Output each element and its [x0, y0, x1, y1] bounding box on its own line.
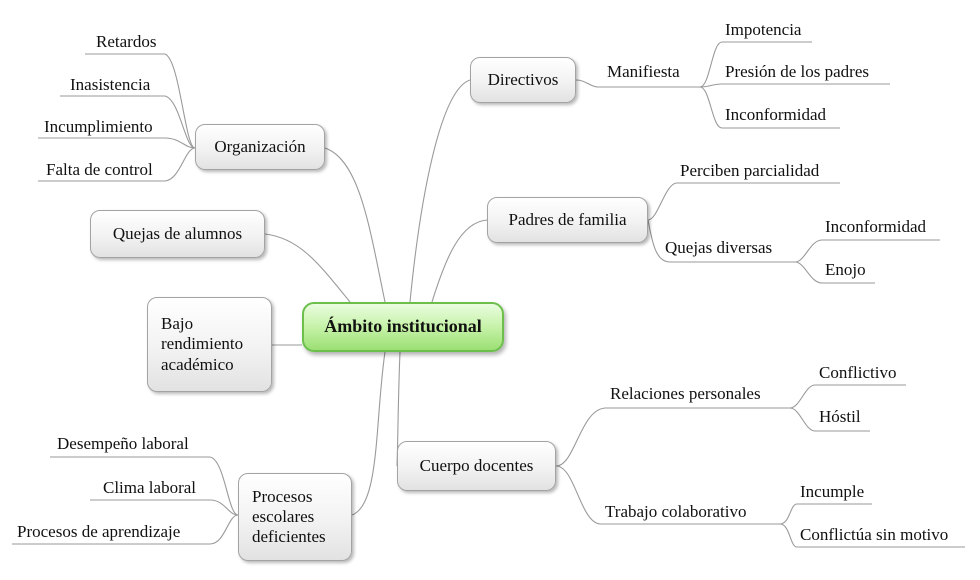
node-padres-familia: Padres de familia: [487, 197, 648, 243]
leaf-inconformidad-directivos: Inconformidad: [725, 105, 827, 124]
node-cuerpo-docentes: Cuerpo docentes: [397, 441, 556, 491]
link-center-organizacion: [324, 147, 386, 303]
node-directivos: Directivos: [470, 57, 576, 103]
leaf-enojo: Enojo: [825, 260, 866, 279]
label-quejas-diversas: Quejas diversas: [665, 238, 773, 257]
node-quejas-alumnos: Quejas de alumnos: [90, 210, 265, 258]
link-center-procesos: [351, 351, 386, 516]
leaf-inconformidad-padres: Inconformidad: [825, 217, 927, 236]
leaf-conflictivo: Conflictivo: [819, 363, 897, 382]
leaf-conflictua-sin-motivo: Conflictúa sin motivo: [800, 525, 949, 544]
label-relaciones-personales: Relaciones personales: [610, 384, 761, 403]
leaf-incumplimiento: Incumplimiento: [44, 117, 153, 136]
leaf-retardos: Retardos: [96, 32, 157, 51]
leaf-hostil: Hóstil: [819, 407, 861, 426]
leaf-inasistencia: Inasistencia: [70, 75, 151, 94]
node-procesos-escolares: Procesos escolares deficientes: [238, 473, 352, 561]
link-center-padres: [431, 219, 488, 303]
label-manifiesta: Manifiesta: [607, 62, 680, 81]
leaf-desempeno-laboral: Desempeño laboral: [57, 434, 189, 453]
leaf-presion-padres: Presión de los padres: [725, 62, 870, 81]
link-center-directivos: [409, 79, 471, 303]
leaf-impotencia: Impotencia: [725, 20, 802, 39]
leaf-procesos-aprendizaje: Procesos de aprendizaje: [17, 522, 181, 541]
link-center-quejas-alumnos: [264, 233, 351, 303]
central-node: Ámbito institucional: [302, 302, 504, 352]
node-organizacion: Organización: [195, 124, 325, 170]
leaf-perciben-parcialidad: Perciben parcialidad: [680, 161, 820, 180]
label-trabajo-colaborativo: Trabajo colaborativo: [605, 502, 747, 521]
central-label: Ámbito institucional: [324, 316, 482, 337]
leaf-clima-laboral: Clima laboral: [103, 478, 197, 497]
leaf-incumple: Incumple: [800, 482, 865, 501]
leaf-falta-control: Falta de control: [46, 160, 153, 179]
node-bajo-rendimiento: Bajo rendimiento académico: [147, 297, 272, 392]
